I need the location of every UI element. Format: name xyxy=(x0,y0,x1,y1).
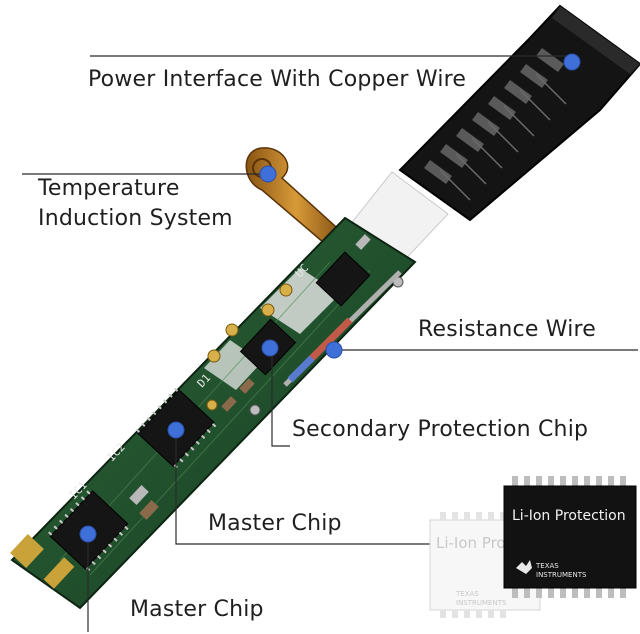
label-master-chip-1: Master Chip xyxy=(208,511,342,536)
inset-chip-back: Li-Ion Pro TEXAS INSTRUMENTS xyxy=(429,512,541,618)
inset-chip-front: Li-Ion Protection TEXAS INSTRUMENTS xyxy=(503,476,637,598)
label-master-chip-2: Master Chip xyxy=(130,597,264,622)
marker-secondary-chip xyxy=(261,339,279,357)
chip-uc xyxy=(315,251,371,307)
label-temperature-line1: Temperature xyxy=(38,176,180,201)
inset-front-chip-label: Li-Ion Protection xyxy=(512,508,626,524)
inset-front-brand-line1: TEXAS xyxy=(535,562,559,570)
texas-instruments-logo-icon xyxy=(516,560,532,574)
label-temperature-induction: Temperature Induction System xyxy=(38,174,233,234)
marker-master-chip-2 xyxy=(79,525,97,543)
inset-back-brand-line2: INSTRUMENTS xyxy=(456,599,507,607)
leader-master-chip-1 xyxy=(175,430,430,545)
resistance-wire xyxy=(283,270,402,387)
label-secondary-protection-chip: Secondary Protection Chip xyxy=(292,417,589,442)
inset-back-brand-line1: TEXAS xyxy=(455,590,479,598)
marker-master-chip-1 xyxy=(167,421,185,439)
leader-secondary-chip xyxy=(271,348,290,447)
inset-back-chip-label: Li-Ion Pro xyxy=(436,534,506,552)
marker-temperature xyxy=(259,165,277,183)
power-connector xyxy=(398,4,640,222)
marker-power-interface xyxy=(563,53,581,71)
label-power-interface: Power Interface With Copper Wire xyxy=(88,67,467,92)
marker-resistance-wire xyxy=(325,341,343,359)
leader-power-interface xyxy=(90,55,573,62)
markers xyxy=(79,53,581,543)
label-temperature-line2: Induction System xyxy=(38,206,233,231)
label-resistance-wire: Resistance Wire xyxy=(418,317,597,342)
inset-front-brand-line2: INSTRUMENTS xyxy=(536,571,587,579)
